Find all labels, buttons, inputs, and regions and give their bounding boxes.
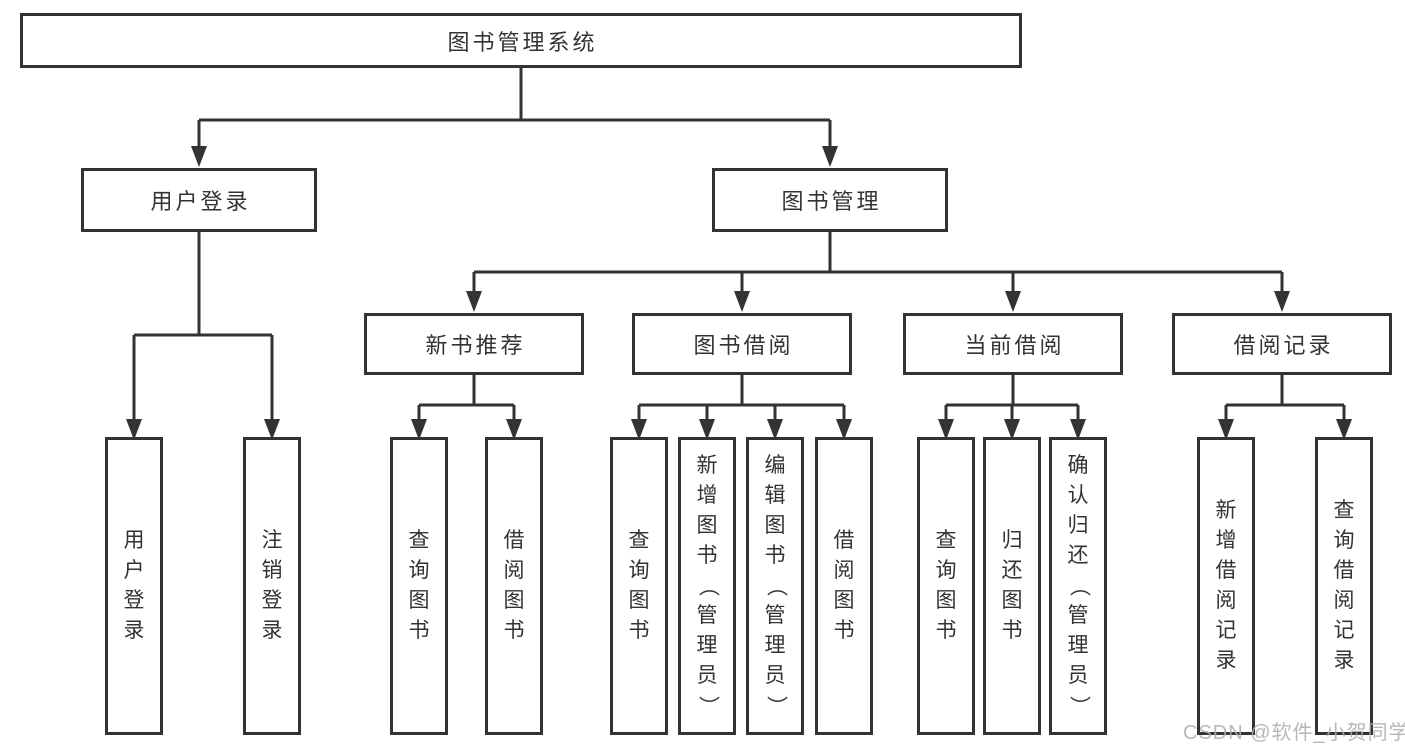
leaf-borrow-books: 借阅图书 bbox=[815, 437, 873, 735]
node-label: 借阅记录 bbox=[1233, 333, 1334, 358]
leaf-user-login: 用户登录 bbox=[105, 437, 163, 735]
leaf-query-books-borrow: 查询图书 bbox=[610, 437, 668, 735]
leaf-logout: 注销登录 bbox=[243, 437, 301, 735]
node-book-borrowing: 图书借阅 bbox=[632, 313, 852, 375]
leaf-add-borrow-record: 新增借阅记录 bbox=[1197, 437, 1255, 735]
node-new-book-recommendation: 新书推荐 bbox=[364, 313, 584, 375]
node-book-management: 图书管理 bbox=[712, 168, 948, 232]
node-label: 图书管理系统 bbox=[447, 29, 598, 55]
leaf-edit-books-admin: 编辑图书（管理员） bbox=[746, 437, 804, 735]
leaf-add-books-admin: 新增图书（管理员） bbox=[678, 437, 736, 735]
leaf-confirm-return-admin: 确认归还（管理员） bbox=[1049, 437, 1107, 735]
csdn-watermark: CSDN @软件_小贺同学 bbox=[1183, 722, 1405, 744]
node-label: 用户登录 bbox=[150, 189, 251, 214]
node-library-management-system: 图书管理系统 bbox=[20, 13, 1022, 68]
leaf-query-books-current: 查询图书 bbox=[917, 437, 975, 735]
node-user-login: 用户登录 bbox=[81, 168, 317, 232]
node-label: 当前借阅 bbox=[964, 333, 1065, 358]
leaf-return-books: 归还图书 bbox=[983, 437, 1041, 735]
node-current-borrowing: 当前借阅 bbox=[903, 313, 1123, 375]
node-label: 新书推荐 bbox=[425, 333, 526, 358]
leaf-query-borrow-record: 查询借阅记录 bbox=[1315, 437, 1373, 735]
leaf-borrow-books-recommend: 借阅图书 bbox=[485, 437, 543, 735]
node-label: 图书管理 bbox=[781, 189, 882, 214]
node-borrowing-records: 借阅记录 bbox=[1172, 313, 1392, 375]
leaf-query-books-recommend: 查询图书 bbox=[390, 437, 448, 735]
node-label: 图书借阅 bbox=[693, 333, 794, 358]
